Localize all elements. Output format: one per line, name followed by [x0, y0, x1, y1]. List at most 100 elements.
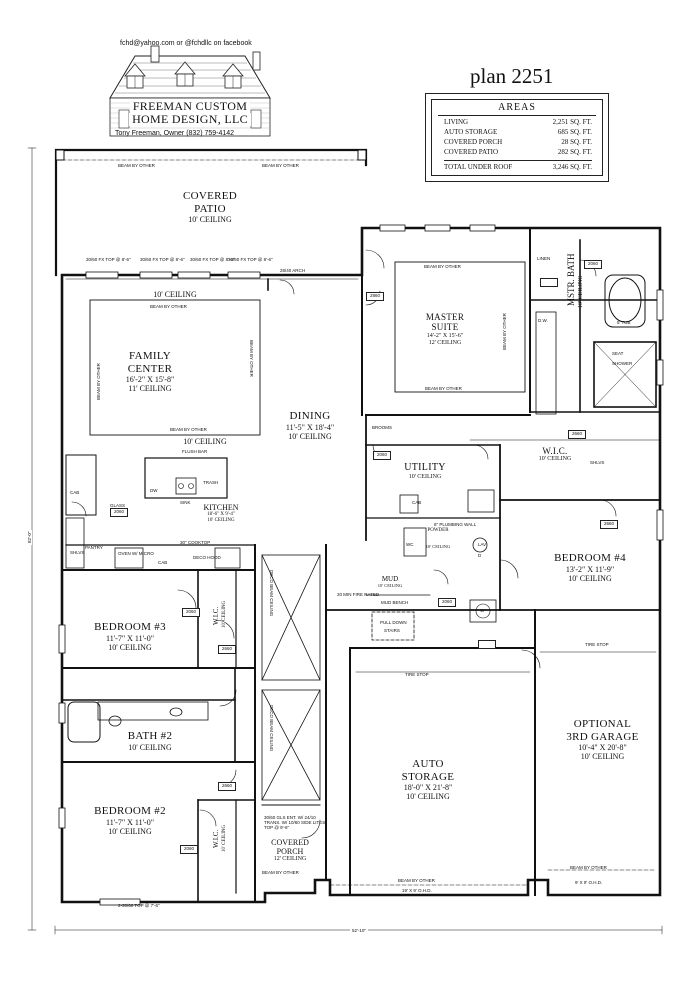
- wic-2-label: W.I.C.: [212, 829, 220, 848]
- master-bath-ceiling: 10' CEILING: [578, 275, 584, 308]
- room-name: COVERED: [271, 838, 309, 847]
- room-name: OPTIONAL: [573, 718, 632, 730]
- room-name: STORAGE: [401, 770, 455, 783]
- room-ceiling: 12' CEILING: [273, 856, 307, 863]
- master-beam-note-vertical: BEAM BY OTHER: [502, 313, 507, 350]
- deco-hood-note: DECO HOOD: [193, 555, 221, 560]
- door-tag: 2060: [438, 598, 456, 607]
- room-name: BEDROOM #4: [554, 552, 626, 564]
- cabinet-note: CAB: [158, 560, 168, 565]
- window-note: 30/60 FX TOP @ 8'-6": [228, 257, 273, 262]
- room-ceiling: 10' CEILING: [580, 752, 625, 762]
- room-name: BEDROOM #3: [94, 621, 166, 633]
- room-name: DINING: [289, 410, 331, 422]
- overhead-door-19: 19' X 9' O.H.D.: [402, 888, 432, 893]
- door-tag: 2060: [180, 845, 198, 854]
- room-dims: 14'-2" X 15'-6": [426, 332, 464, 339]
- garage-beam-note: BEAM BY OTHER: [570, 865, 607, 870]
- owner-contact: Tony Freeman, Owner (832) 759-4142: [115, 130, 235, 137]
- family-top-ceiling: 10' CEILING: [153, 290, 197, 299]
- master-beam-note: BEAM BY OTHER: [425, 386, 462, 391]
- wc-note: WC: [406, 542, 414, 547]
- linen-note: LINEN: [537, 256, 551, 261]
- room-dims: 18'-6" X 9'-4": [207, 512, 235, 518]
- overall-width-dimension: 52'-10": [350, 928, 368, 933]
- area-total-value: 3,246 SQ. FT.: [552, 163, 592, 171]
- garage-beam-note: BEAM BY OTHER: [398, 878, 435, 883]
- area-value: 282 SQ. FT.: [557, 148, 592, 156]
- room-ceiling: 12' CEILING: [428, 339, 462, 346]
- room-ceiling: 10' CEILING: [128, 742, 172, 752]
- patio-beam-note: BEAM BY OTHER: [262, 163, 299, 168]
- room-ceiling: 10' CEILING: [538, 456, 572, 463]
- washer-note: W: [480, 608, 485, 613]
- room-name: PORCH: [276, 847, 304, 857]
- lav-note: LAV: [478, 542, 487, 547]
- room-ceiling: 10' CEILING: [108, 826, 152, 836]
- room-name: BEDROOM #2: [94, 805, 166, 817]
- family-beam-note: BEAM BY OTHER: [170, 427, 207, 432]
- sink-note: SINK: [180, 500, 191, 505]
- cabinet-note: CAB: [412, 500, 422, 505]
- room-name: PATIO: [194, 202, 226, 215]
- covered-porch-label: COVERED PORCH 12' CEILING: [260, 838, 320, 863]
- room-name: BATH #2: [127, 730, 173, 742]
- room-ceiling: 10' CEILING: [425, 543, 451, 549]
- room-ceiling: 10' CEILING: [406, 792, 450, 802]
- wic-3-label: W.I.C.: [212, 606, 220, 625]
- master-beam-note: BEAM BY OTHER: [424, 264, 461, 269]
- pantry-note: PANTRY: [85, 545, 103, 550]
- porch-beam-note: BEAM BY OTHER: [262, 870, 299, 875]
- optional-garage-label: OPTIONAL 3RD GARAGE 10'-4" X 20'-8" 10' …: [555, 718, 650, 762]
- bath-2-label: BATH #2 10' CEILING: [115, 730, 185, 752]
- oven-note: OVEN W/ MICRO: [118, 551, 154, 556]
- utility-label: UTILITY 10' CEILING: [390, 462, 460, 480]
- room-dims: 13'-2" X 11'-9": [565, 564, 615, 574]
- room-name: FAMILY: [128, 350, 172, 362]
- room-name: 3RD GARAGE: [566, 730, 639, 743]
- window-note: 30/60 FX TOP @ 8'-6": [190, 257, 235, 262]
- mud-bench-note: MUD BENCH: [381, 600, 409, 605]
- room-dims: 11'-7" X 11'-0": [106, 633, 154, 643]
- areas-title-rule: [438, 115, 596, 116]
- brand-line-2: HOME DESIGN, LLC: [129, 113, 251, 126]
- areas-row: COVERED PATIO 282 SQ. FT.: [444, 147, 592, 157]
- plan-title: plan 2251: [470, 64, 554, 88]
- tire-stop-note: TIRE STOP: [405, 672, 429, 677]
- wic-3-ceiling: 10' CEILING: [222, 600, 227, 628]
- dryer-note: D: [478, 553, 482, 558]
- tire-stop-note: TIRE STOP: [585, 642, 609, 647]
- area-label: LIVING: [444, 118, 469, 126]
- flush-bar-note: FLUSH BAR: [182, 449, 208, 454]
- brooms-note: BROOMS: [372, 425, 393, 430]
- room-ceiling: 10' CEILING: [108, 642, 152, 652]
- room-ceiling: 10' CEILING: [188, 215, 232, 225]
- shower-note: SHOWER: [612, 361, 633, 366]
- deco-beam-note: DECO BEAM CEILING: [269, 705, 274, 752]
- arch-note: 28/40 ARCH: [280, 268, 306, 273]
- door-tag: [540, 278, 558, 287]
- overhead-door-9: 9' X 9' O.H.D.: [575, 880, 603, 885]
- bedroom-4-label: BEDROOM #4 13'-2" X 11'-9" 10' CEILING: [545, 552, 635, 583]
- room-ceiling: 10' CEILING: [568, 573, 612, 583]
- area-label: COVERED PATIO: [444, 148, 498, 156]
- door-tag: 2660: [600, 520, 618, 529]
- twin-window-note: 2-30/60 TOP @ 7'-6": [118, 903, 160, 908]
- powder-label: POWDER 10' CEILING: [418, 528, 458, 549]
- shelves-note: SHLVS: [590, 460, 605, 465]
- room-name: KITCHEN: [203, 503, 239, 512]
- door-tag: 2060: [182, 608, 200, 617]
- patio-beam-note: BEAM BY OTHER: [118, 163, 155, 168]
- door-tag: 2060: [373, 451, 391, 460]
- room-ceiling: 10' CEILING: [288, 431, 332, 441]
- master-suite-label: MASTER SUITE 14'-2" X 15'-6" 12' CEILING: [415, 312, 475, 346]
- plumbing-wall-note: 6" PLUMBING WALL: [434, 522, 477, 527]
- room-name: MASTER: [425, 312, 465, 322]
- kitchen-label: KITCHEN 18'-6" X 9'-4" 10' CEILING: [196, 503, 246, 524]
- family-lower-ceiling: 10' CEILING: [183, 437, 227, 446]
